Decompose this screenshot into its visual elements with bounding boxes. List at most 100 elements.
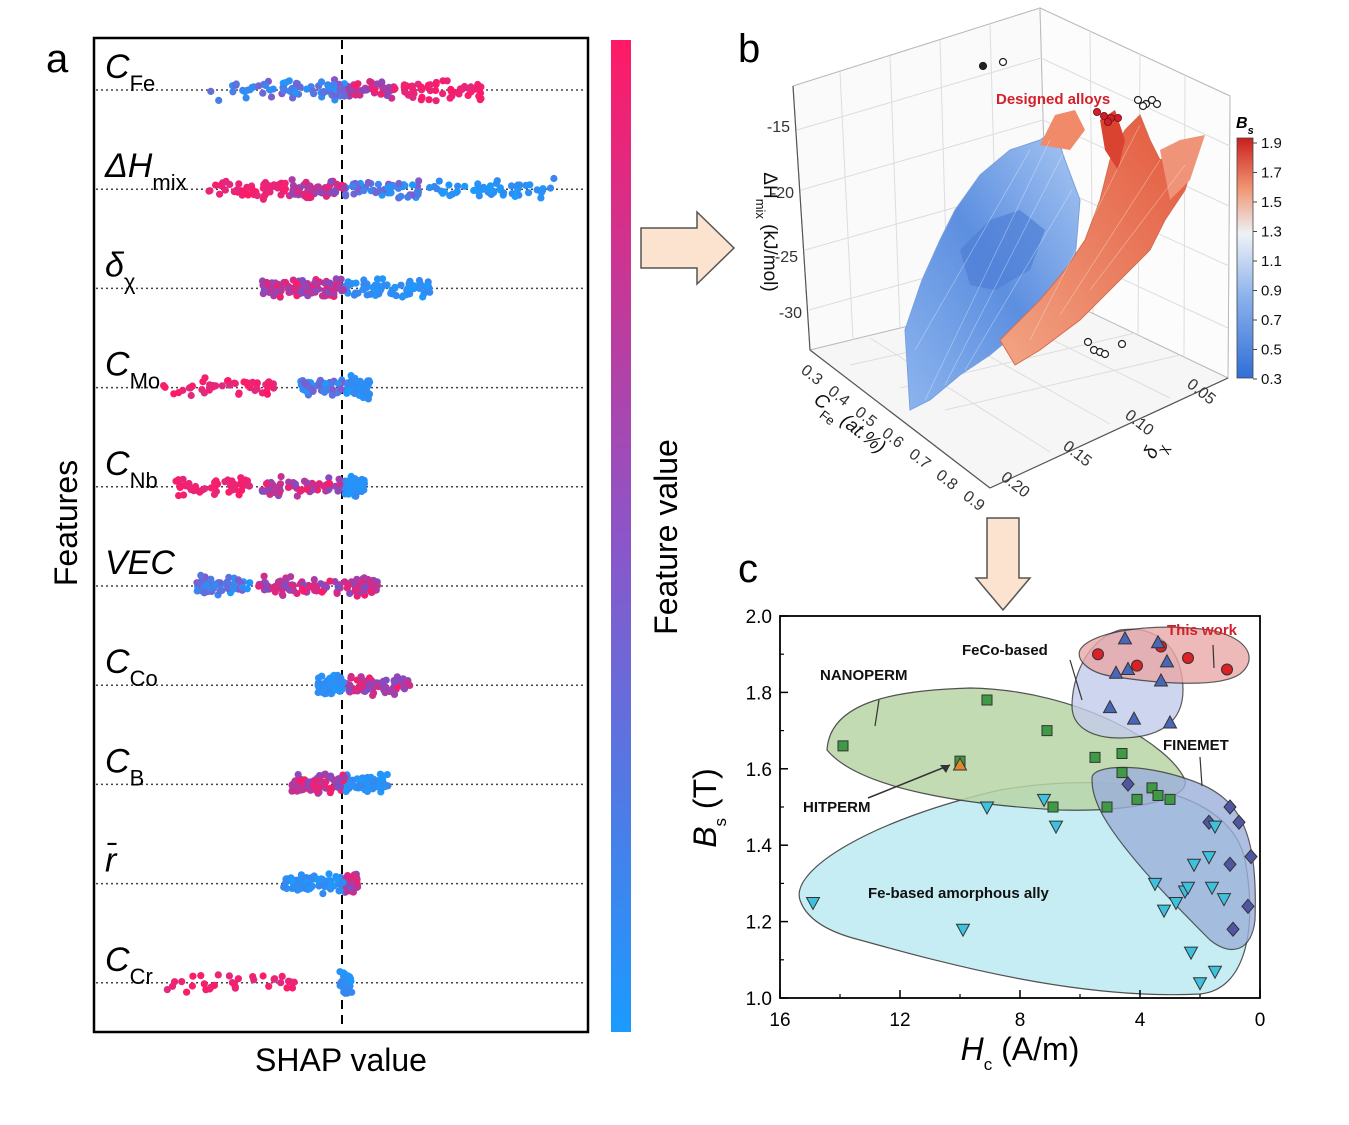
shap-point	[537, 188, 546, 197]
shap-point	[357, 482, 365, 490]
shap-point	[319, 875, 327, 884]
shap-point	[381, 689, 389, 697]
shap-point	[276, 577, 285, 585]
hitperm-label: HITPERM	[803, 799, 871, 816]
shap-point	[201, 374, 209, 382]
shap-point	[291, 89, 299, 97]
shap-point	[322, 778, 330, 786]
shap-point	[231, 379, 239, 388]
shap-point	[467, 83, 475, 91]
data-point-triangle-down	[1207, 820, 1223, 835]
shap-point	[235, 390, 243, 398]
shap-point	[391, 85, 399, 93]
shap-point	[241, 87, 249, 96]
data-point-triangle-down	[1036, 793, 1052, 808]
data-point-square	[1152, 790, 1164, 802]
shap-point	[329, 287, 337, 295]
shap-point	[333, 589, 341, 598]
data-point-triangle-up	[1126, 711, 1142, 725]
data-point-triangle-down	[1216, 893, 1232, 907]
colorbar-tick: 0.3	[1261, 371, 1282, 388]
shap-point	[223, 578, 231, 586]
shap-point	[284, 483, 292, 491]
data-point-triangle-down	[955, 923, 971, 938]
shap-point	[277, 287, 285, 295]
shap-point	[235, 180, 243, 188]
shap-point	[320, 482, 328, 490]
shap-point	[221, 478, 229, 486]
panel-b-letter: b	[738, 27, 760, 71]
shap-point	[511, 192, 519, 200]
data-point-diamond	[1121, 776, 1135, 792]
shap-point	[370, 778, 378, 786]
colorbar-tick: 1.7	[1261, 165, 1282, 182]
shap-point	[285, 87, 294, 95]
shap-point	[259, 89, 267, 97]
y-tick-label: 1.4	[746, 836, 773, 857]
shap-point	[378, 78, 386, 86]
shap-point	[306, 182, 314, 190]
shap-point	[352, 279, 360, 287]
z-tick: -20	[771, 185, 794, 202]
shap-point	[379, 275, 387, 283]
shap-point	[238, 583, 246, 591]
shap-point	[318, 672, 326, 680]
data-point-square	[1089, 751, 1101, 763]
shap-point	[189, 972, 197, 980]
data-point-square	[1047, 801, 1059, 813]
data-point-triangle-down	[1186, 858, 1202, 873]
shap-point	[372, 189, 380, 197]
data-point-triangle-down	[1048, 820, 1064, 835]
shap-point	[271, 489, 280, 497]
shap-point	[337, 385, 345, 393]
shap-point	[439, 77, 447, 85]
shap-point	[307, 786, 315, 794]
shap-point	[352, 492, 360, 500]
shap-point	[347, 87, 355, 95]
shap-point	[310, 90, 318, 98]
shap-point	[425, 96, 433, 104]
panel-c-letter: c	[738, 547, 758, 591]
shap-point	[180, 491, 188, 499]
shap-point	[173, 477, 181, 485]
feco-label: FeCo-based	[962, 642, 1048, 659]
shap-point	[409, 181, 417, 189]
shap-point	[333, 875, 341, 883]
shap-point	[426, 288, 434, 296]
shap-point	[303, 485, 311, 494]
shap-point	[296, 786, 304, 794]
colorbar-tick: 0.9	[1261, 283, 1282, 300]
feature-label: ΔHmix	[104, 147, 187, 195]
shap-point	[259, 195, 267, 203]
data-point-square	[1041, 725, 1053, 737]
feature-label: CCr	[105, 941, 153, 989]
shap-point	[324, 183, 332, 191]
panel-a-frame	[92, 36, 590, 1034]
shap-point	[351, 587, 359, 595]
data-point-triangle-up	[1150, 634, 1166, 649]
colorbar-b-title: Bs	[1236, 115, 1254, 137]
data-point-triangle-down	[1183, 946, 1199, 961]
shap-point	[205, 386, 213, 394]
beeswarm-points	[160, 76, 558, 997]
shap-point	[320, 387, 328, 395]
shap-point	[226, 381, 234, 389]
shap-point	[228, 477, 236, 485]
shap-point	[255, 82, 263, 90]
shap-point	[261, 81, 270, 90]
shap-point	[218, 382, 226, 390]
y-axis-label: δχ	[1140, 436, 1172, 465]
feature-label: δχ	[105, 246, 136, 294]
data-point-circle	[1131, 659, 1143, 672]
shap-point	[361, 386, 369, 395]
panel-c-x-label: Hc (A/m)	[961, 1031, 1080, 1074]
shap-point	[320, 684, 328, 693]
shap-point	[171, 978, 179, 986]
shap-point	[271, 975, 279, 983]
shap-point	[433, 185, 441, 193]
shap-point	[278, 590, 286, 598]
shap-point	[417, 96, 425, 104]
colorbar-tick: 1.9	[1261, 135, 1282, 152]
data-point-triangle-down	[1204, 881, 1220, 896]
shap-point	[356, 91, 364, 99]
